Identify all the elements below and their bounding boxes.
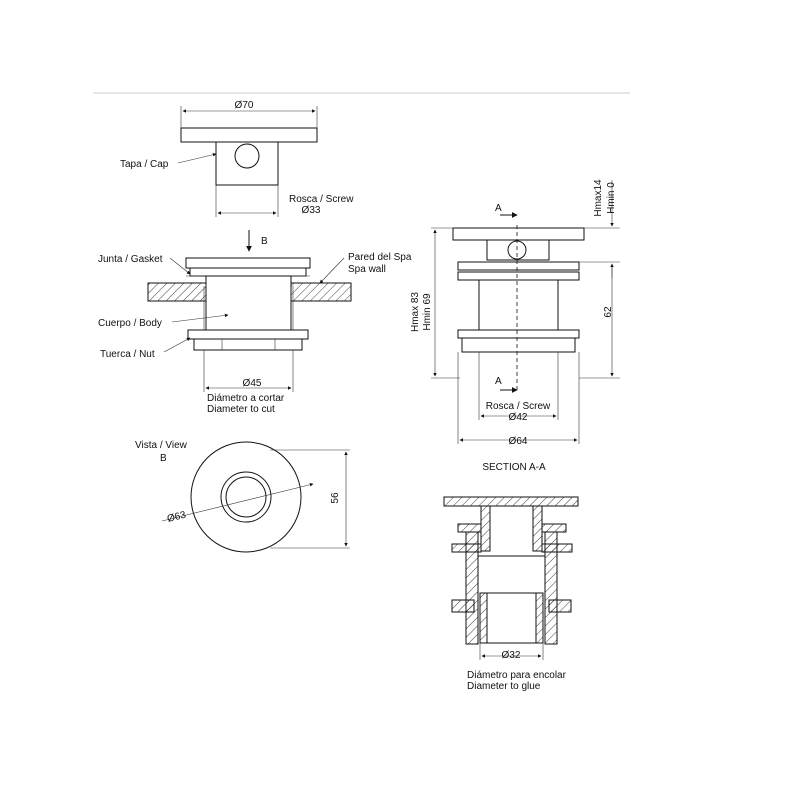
dim-d64: Ø64 (509, 436, 528, 447)
dim-hmin69: Hmin 69 (422, 293, 433, 331)
label-gasket: Junta / Gasket (98, 254, 163, 265)
dim-56: 56 (330, 492, 341, 504)
dim-d45: Ø45 (243, 378, 262, 389)
section-aa-drawing (443, 496, 579, 660)
label-spa-wall-1: Pared del Spa (348, 252, 412, 263)
dim-d63: Ø63 (166, 510, 187, 525)
label-cap: Tapa / Cap (120, 159, 169, 170)
assembly-drawing (147, 257, 352, 392)
dim-d32: Ø32 (502, 650, 521, 661)
label-view-1: Vista / View (135, 440, 188, 451)
label-screw-right: Rosca / Screw (486, 401, 551, 412)
arrow-b-label: B (261, 236, 268, 247)
section-marker-a-top: A (495, 203, 502, 214)
view-b-drawing (161, 441, 350, 553)
label-nut: Tuerca / Nut (100, 349, 155, 360)
dim-hmax83: Hmax 83 (410, 292, 421, 332)
dim-hmin0: Hmin 0 (606, 182, 617, 214)
dim-d42: Ø42 (509, 412, 528, 423)
front-view-drawing (431, 180, 620, 444)
dim-62: 62 (603, 306, 614, 318)
section-marker-a-bottom: A (495, 376, 502, 387)
cap-drawing (177, 106, 318, 217)
label-spa-wall-2: Spa wall (348, 264, 386, 275)
label-glue-2: Diameter to glue (467, 681, 541, 692)
label-cut-1: Diámetro a cortar (207, 393, 285, 404)
label-view-2: B (160, 453, 167, 464)
label-screw-top: Rosca / Screw (289, 194, 354, 205)
label-body: Cuerpo / Body (98, 318, 162, 329)
dim-hmax14: Hmax14 (593, 179, 604, 217)
dim-d70: Ø70 (235, 100, 254, 111)
dim-d33: Ø33 (302, 205, 321, 216)
section-title: SECTION A-A (482, 462, 546, 473)
label-cut-2: Diameter to cut (207, 404, 275, 415)
label-glue-1: Diámetro para encolar (467, 670, 567, 681)
